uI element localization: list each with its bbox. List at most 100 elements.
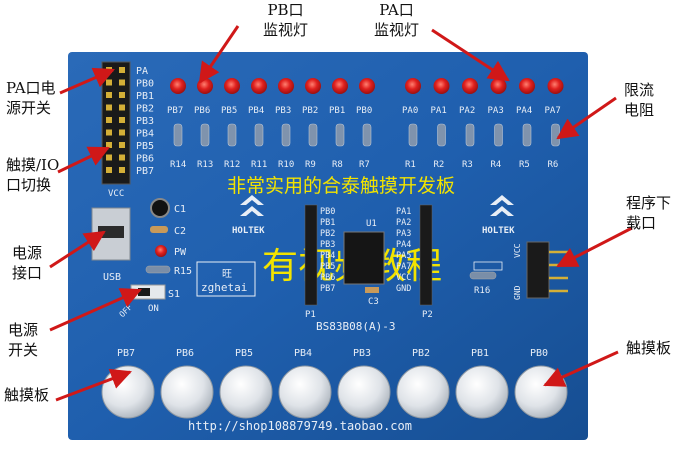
touch-pad-row (101, 365, 568, 419)
led-label: PA1 (431, 106, 447, 116)
ic-left-pin-label: PB7 (320, 284, 335, 294)
resistor-label: R13 (197, 160, 213, 170)
resistor-label: R2 (434, 160, 445, 170)
header-pin (106, 129, 112, 136)
arrow-touch-pad-left (55, 368, 132, 402)
header-pin-label: PB6 (136, 154, 154, 165)
led-label: PA7 (545, 106, 561, 116)
ic-label: U1 (366, 219, 377, 229)
resistor-label: R4 (491, 160, 502, 170)
annotation-touch-pad-right: 触摸板 (626, 339, 672, 357)
ic-right-pin-label: VCC (396, 273, 411, 283)
header-pin (119, 104, 125, 111)
led-pa7 (547, 78, 564, 94)
board-tagline: 非常实用的合泰触摸开发板 (227, 175, 455, 197)
holtek-logo-right: HOLTEK (482, 195, 515, 236)
led-label: PA2 (459, 106, 475, 116)
touch-pad-label: PB2 (412, 348, 430, 359)
touch-pad-label: PB3 (353, 348, 371, 359)
ic-left-pin-label: PB3 (320, 240, 335, 250)
led-label: PB1 (329, 106, 345, 116)
led-label: PA4 (516, 106, 532, 116)
resistor-r11 (254, 123, 264, 147)
seller-sticker: 旺 zghetai (196, 261, 256, 297)
touch-pad-pb4 (278, 365, 332, 419)
seller-small-label: 旺 (222, 269, 232, 280)
resistor-r12 (227, 123, 237, 147)
seller-id-label: zghetai (201, 281, 247, 294)
ic-left-pin-label: PB5 (320, 262, 335, 272)
touch-pad-pb3 (337, 365, 391, 419)
annotation-pa-power-switch-line1: PA口电 (6, 79, 56, 97)
power-led (155, 245, 167, 257)
led-pb0 (359, 78, 375, 94)
annotation-pa-monitor-line1: PA口 (379, 1, 414, 19)
led-label: PA3 (488, 106, 504, 116)
s1-label: S1 (168, 289, 180, 300)
led-label: PA0 (402, 106, 418, 116)
led-pb2 (305, 78, 321, 94)
arrow-power-switch (49, 288, 142, 332)
ic-right-pin-label: PA3 (396, 229, 411, 239)
resistor-r7 (362, 123, 372, 147)
board-model-label: BS83B08(A)-3 (316, 320, 395, 333)
header-pin (119, 79, 125, 86)
touch-pad-pb6 (160, 365, 214, 419)
touch-pad-label: PB4 (294, 348, 312, 359)
header-pin (106, 79, 112, 86)
annotation-touch-io-switch-line1: 触摸/IO (6, 156, 60, 174)
ic-right-pin-label: PA4 (396, 240, 411, 250)
ic-right-pin-label: GND (396, 284, 411, 294)
on-label: ON (148, 304, 159, 314)
led-label: PB0 (356, 106, 372, 116)
header-pin (119, 167, 125, 173)
header-pin (119, 67, 125, 73)
annotation-program-download: 程序下 载口 (626, 193, 671, 233)
r16-label: R16 (474, 286, 490, 296)
touch-pad-pb0 (514, 365, 568, 419)
header-pin (106, 92, 112, 98)
r15-label: R15 (174, 266, 192, 277)
led-pa3 (490, 78, 507, 94)
annotation-program-download-line2: 载口 (626, 214, 657, 232)
touch-pad-pb5 (219, 365, 273, 419)
annotation-power-switch: 电源 开关 (8, 320, 38, 360)
header-pin (119, 129, 125, 136)
touch-pad-label: PB0 (530, 348, 548, 359)
header-pin (119, 92, 125, 98)
header-pin (119, 142, 125, 148)
c2-label: C2 (174, 226, 186, 237)
resistor-r15 (145, 265, 171, 274)
annotation-arrows (49, 25, 633, 402)
touch-pad-label: PB1 (471, 348, 489, 359)
ic-right-pin-label: PA1 (396, 207, 411, 217)
led-label: PB2 (302, 106, 318, 116)
led-pb1 (332, 78, 348, 94)
header-vcc-label: VCC (108, 189, 124, 199)
led-pb3 (278, 78, 294, 94)
header-pin-label: PB5 (136, 141, 154, 152)
ic-left-pin-label: PB2 (320, 229, 335, 239)
usb-label: USB (103, 272, 121, 283)
resistor-r2 (437, 123, 446, 147)
touch-pad-pb2 (396, 365, 450, 419)
prog-gnd-label: GND (513, 285, 522, 300)
annotation-power-switch-line2: 开关 (8, 341, 39, 359)
resistor-r13 (200, 123, 210, 147)
resistor-label: R9 (305, 160, 316, 170)
holtek-text-right: HOLTEK (482, 226, 515, 236)
ic-right-pin-label: PA7 (396, 262, 411, 272)
led-label: PB3 (275, 106, 291, 116)
header-pin-label: PB1 (136, 91, 154, 102)
led-pa0 (405, 78, 421, 94)
annotation-limit-resistor: 限流 电阻 (624, 80, 654, 120)
annotation-limit-resistor-line2: 电阻 (624, 101, 655, 119)
resistor-r16 (469, 271, 497, 280)
touch-pad-label: PB7 (117, 348, 135, 359)
resistor-label: R12 (224, 160, 240, 170)
touch-pad-label: PB6 (176, 348, 194, 359)
pw-label: PW (174, 247, 187, 258)
